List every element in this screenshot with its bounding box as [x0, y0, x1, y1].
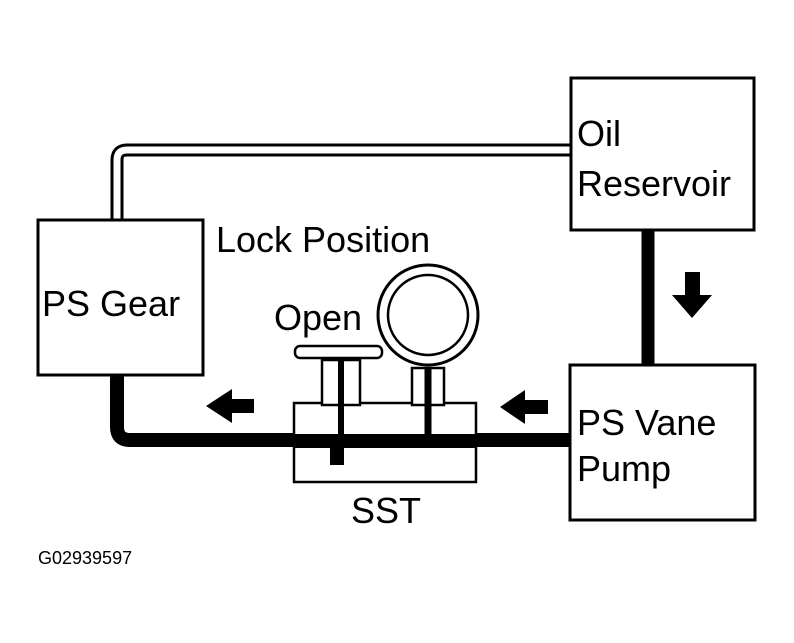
lock-position-label: Lock Position	[216, 219, 430, 260]
ps-vane-pump-label-line1: PS Vane	[577, 402, 716, 443]
arrow-left-icon	[500, 390, 548, 424]
oil-reservoir-box	[569, 76, 756, 232]
ps-gear-label: PS Gear	[42, 283, 180, 324]
ps-vane-pump-label-line2: Pump	[577, 448, 671, 489]
figure-code: G02939597	[38, 548, 132, 568]
open-label: Open	[274, 297, 362, 338]
sst-label: SST	[351, 490, 421, 531]
ps-gear-box	[36, 218, 205, 377]
valve-handle[interactable]	[293, 344, 384, 360]
arrow-down-icon	[672, 272, 712, 318]
sst-plug	[330, 447, 344, 465]
pressure-gauge-inner	[386, 273, 470, 357]
return-hose	[110, 143, 572, 220]
ps-vane-pump-box	[568, 363, 757, 522]
arrow-left-icon	[206, 389, 254, 423]
oil-reservoir-label-line1: Oil	[577, 113, 621, 154]
oil-reservoir-label-line2: Reservoir	[577, 163, 731, 204]
return-hose-inner	[113, 146, 574, 222]
pressure-hose	[110, 375, 570, 447]
